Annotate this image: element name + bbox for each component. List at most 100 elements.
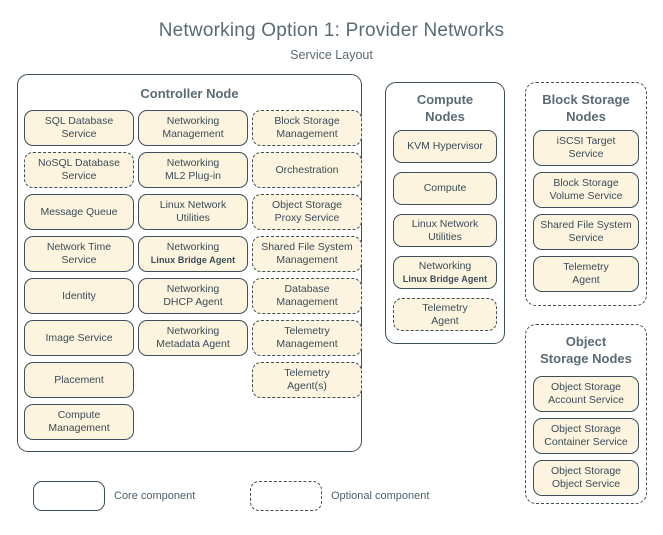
group-title-block-storage: Block Storage Nodes xyxy=(526,91,646,125)
component-label-line1: Networking xyxy=(166,325,220,337)
component-label-line1: Placement xyxy=(54,373,104,386)
component-label-line1: Block Storage xyxy=(553,177,619,189)
component-label-line2: Linux Bridge Agent xyxy=(402,273,488,284)
component-label-line1: Networking xyxy=(166,157,220,169)
component-label-line1: NoSQL Database xyxy=(38,157,120,169)
component-label-line1: Block Storage xyxy=(274,115,340,127)
component-label-line2: Agent xyxy=(572,274,600,286)
controller-component-identity[interactable]: Identity xyxy=(24,278,134,314)
group-title-compute-line2: Nodes xyxy=(425,109,465,124)
legend-optional-swatch xyxy=(250,481,322,511)
component-label-line1: Object Storage xyxy=(271,199,343,211)
group-title-compute-line1: Compute xyxy=(416,92,474,107)
page-title: Networking Option 1: Provider Networks xyxy=(158,20,505,41)
component-label-line1: Networking xyxy=(166,283,220,295)
component-label-line2: Service xyxy=(61,254,97,266)
component-label-line1: iSCSI Target xyxy=(556,135,616,147)
component-label-line1: Database xyxy=(284,283,330,295)
compute-component-compute[interactable]: Compute xyxy=(393,172,497,205)
component-label-line1: Telemetry xyxy=(284,367,330,379)
component-label-line1: Orchestration xyxy=(275,163,339,176)
component-label-line1: Object Storage xyxy=(550,423,622,435)
component-label-line2: Utilities xyxy=(428,230,462,243)
controller-component-orchestration[interactable]: Orchestration xyxy=(252,152,362,188)
component-label-line1: Telemetry xyxy=(284,325,330,337)
component-label-line1: Message Queue xyxy=(40,205,118,218)
component-label-line2: Management xyxy=(162,128,224,140)
component-label-line1: Networking xyxy=(166,241,220,253)
component-label-line2: Management xyxy=(276,254,338,266)
component-label-line2: Utilities xyxy=(176,212,210,224)
component-label-line2: ML2 Plug-in xyxy=(164,170,222,182)
component-label-line1: Telemetry xyxy=(422,301,468,314)
group-title-object-storage: Object Storage Nodes xyxy=(526,333,646,367)
component-label-line2: Account Service xyxy=(548,394,624,406)
controller-component-image-service[interactable]: Image Service xyxy=(24,320,134,356)
legend-optional-label: Optional component xyxy=(331,490,430,502)
controller-component-message-queue[interactable]: Message Queue xyxy=(24,194,134,230)
component-label-line1: Object Storage xyxy=(550,465,622,477)
component-label-line2: Management xyxy=(276,296,338,308)
component-label-line1: Networking xyxy=(418,259,472,272)
component-label-line1: Linux Network xyxy=(159,199,227,211)
component-label-line2: Management xyxy=(48,422,110,434)
component-label-line1: Networking xyxy=(166,115,220,127)
legend-core-label: Core component xyxy=(114,490,196,502)
component-label-line2: Agent xyxy=(431,314,459,327)
component-label-line2: Management xyxy=(276,128,338,140)
legend-core-swatch xyxy=(33,481,105,511)
component-label-line2: Service xyxy=(61,170,97,182)
component-label-line1: Compute xyxy=(57,409,101,421)
component-label-line2: Metadata Agent xyxy=(156,338,230,350)
component-label-line1: Network Time xyxy=(46,241,112,253)
component-label-line1: Image Service xyxy=(45,331,113,344)
controller-component-placement[interactable]: Placement xyxy=(24,362,134,398)
group-title-object-line2: Storage Nodes xyxy=(540,351,632,366)
component-label-line2: Linux Bridge Agent xyxy=(150,255,236,265)
group-title-block-line2: Nodes xyxy=(566,109,606,124)
component-label-line1: Identity xyxy=(62,289,96,302)
component-label-line1: Compute xyxy=(423,182,467,194)
group-title-object-line1: Object xyxy=(565,334,607,349)
component-label-line2: Service xyxy=(568,232,604,244)
group-title-controller-node: Controller Node xyxy=(140,86,239,101)
group-object-storage-nodes: Object Storage Nodes xyxy=(525,324,647,504)
component-label-line2: Agent(s) xyxy=(287,380,327,392)
component-label-line1: Object Storage xyxy=(550,381,622,393)
group-title-compute-nodes: Compute Nodes xyxy=(386,91,504,125)
component-label-line2: Management xyxy=(276,338,338,350)
component-label-line2: Service xyxy=(61,128,97,140)
component-label-line2: DHCP Agent xyxy=(163,296,223,308)
component-label-line1: Shared File System xyxy=(540,219,632,231)
page-subtitle: Service Layout xyxy=(290,48,373,62)
group-title-block-line1: Block Storage xyxy=(542,92,630,107)
compute-component-kvm-hypervisor[interactable]: KVM Hypervisor xyxy=(393,130,497,163)
